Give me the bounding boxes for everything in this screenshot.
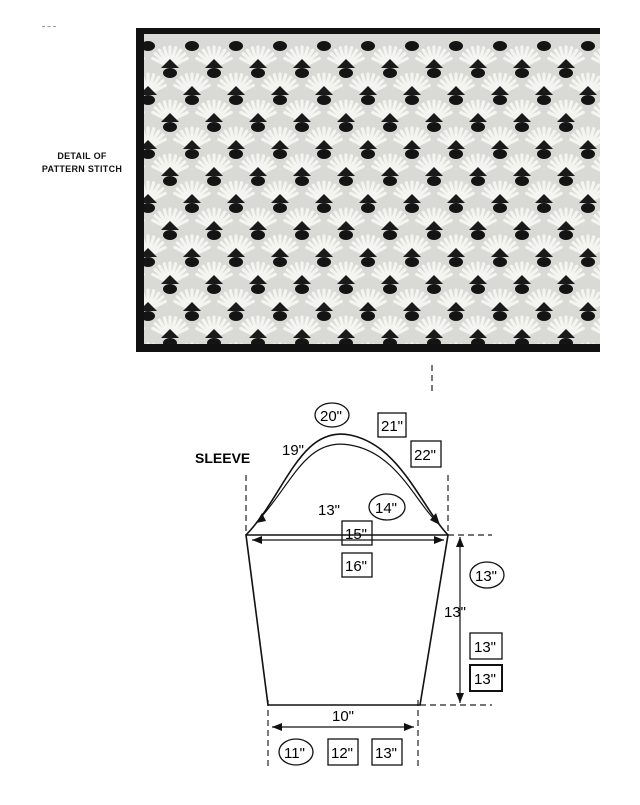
upper-width-a: 13" (318, 502, 340, 519)
bottom-width-b-circle (278, 738, 314, 766)
side-arrow-bottom (456, 693, 464, 703)
cap-arrow-left (256, 513, 266, 523)
upper-width-arrow-right (434, 536, 444, 544)
cap-size-c: 21" (381, 418, 403, 435)
side-length-a: 13" (444, 604, 466, 621)
side-length-d-box (469, 664, 503, 692)
sleeve-body-outline (245, 534, 449, 706)
upper-width-arrow-left (252, 536, 262, 544)
sleeve-cap-outline (245, 433, 449, 536)
side-length-b-circle (469, 561, 505, 589)
bottom-width-d: 13" (375, 745, 397, 762)
upper-width-d-box (341, 552, 373, 578)
pattern-stitch-photo (136, 28, 600, 352)
bottom-arrow-left (272, 723, 282, 731)
bottom-arrow-right (404, 723, 414, 731)
cap-measure-arc (255, 443, 441, 526)
bottom-width-a: 10" (332, 708, 354, 725)
photo-caption: DETAIL OF PATTERN STITCH (30, 150, 134, 176)
cap-size-a: 19" (282, 442, 304, 459)
bottom-width-c-box (327, 738, 359, 766)
side-length-c-box (469, 632, 503, 660)
bottom-width-d-box (371, 738, 403, 766)
upper-width-c: 15" (345, 526, 367, 543)
bottom-width-c: 12" (331, 745, 353, 762)
cap-size-b: 20" (320, 408, 342, 425)
cap-size-d: 22" (414, 447, 436, 464)
sleeve-title: SLEEVE (195, 450, 250, 466)
cap-arrow-right (430, 513, 440, 525)
side-length-b: 13" (475, 568, 497, 585)
cap-size-b-circle (314, 402, 350, 428)
side-length-c: 13" (474, 639, 496, 656)
cap-size-c-box (377, 412, 407, 438)
side-arrow-top (456, 537, 464, 547)
sleeve-diagram: SLEEVE 19" 20" 21" (0, 355, 640, 800)
upper-width-c-box (341, 520, 373, 546)
upper-width-d: 16" (345, 558, 367, 575)
stitch-texture (136, 28, 600, 352)
cap-size-d-box (410, 440, 442, 468)
caption-line-1: DETAIL OF (57, 151, 107, 161)
corner-mark (42, 26, 56, 29)
upper-width-b: 14" (375, 500, 397, 517)
side-length-d: 13" (474, 671, 496, 688)
bottom-width-b: 11" (284, 745, 305, 762)
upper-width-b-circle (368, 493, 406, 521)
caption-line-2: PATTERN STITCH (41, 164, 123, 174)
